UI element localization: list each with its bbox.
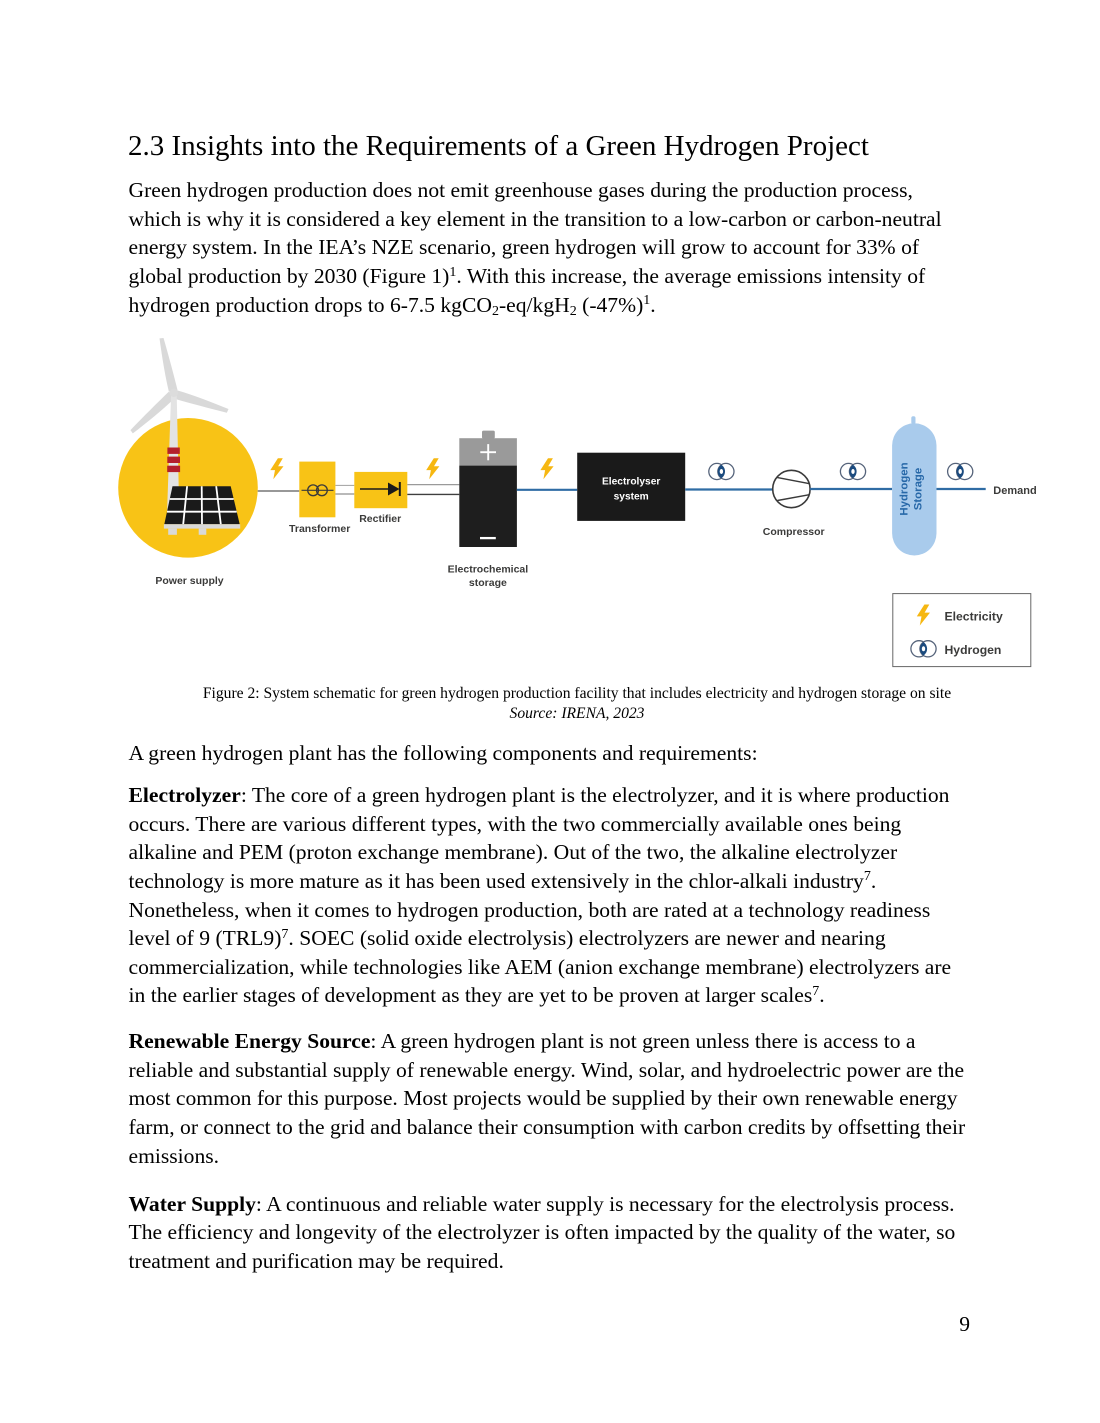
svg-text:Power supply: Power supply (155, 575, 223, 587)
svg-text:Hydrogen: Hydrogen (945, 643, 1002, 657)
svg-text:Compressor: Compressor (763, 526, 825, 538)
svg-text:Hydrogen: Hydrogen (899, 462, 911, 515)
svg-text:Storage: Storage (913, 468, 925, 510)
svg-text:system: system (614, 491, 649, 502)
svg-text:Rectifier: Rectifier (359, 513, 401, 525)
svg-text:Electrolyser: Electrolyser (602, 477, 660, 488)
svg-text:Electricity: Electricity (945, 609, 1003, 623)
svg-text:Demand: Demand (993, 485, 1036, 497)
svg-text:Transformer: Transformer (289, 523, 350, 535)
svg-text:Electrochemical: Electrochemical (448, 563, 529, 575)
svg-text:storage: storage (469, 577, 507, 589)
